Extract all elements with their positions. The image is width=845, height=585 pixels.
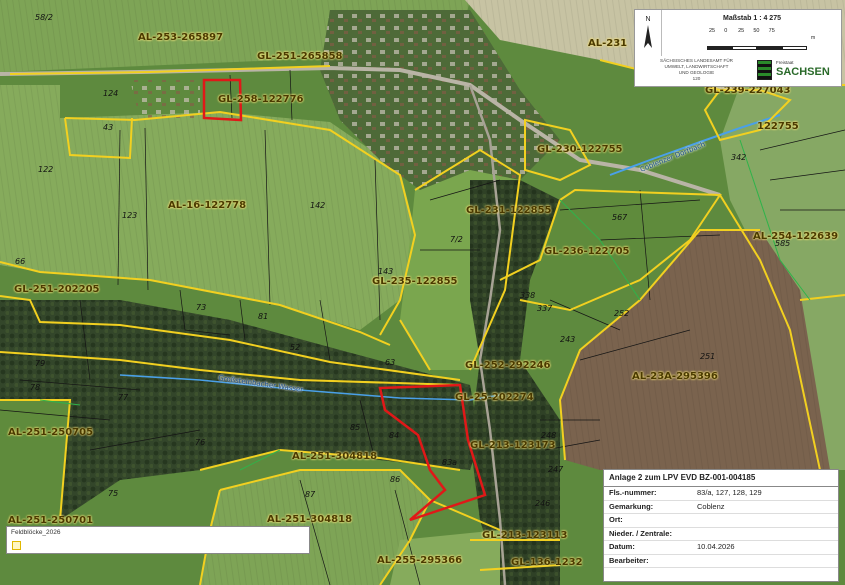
scale-tick: 50 [753, 28, 760, 34]
parcel-number: 79 [35, 359, 46, 368]
selected-parcel-south[interactable] [378, 383, 487, 522]
field-block-label: AL-16-122778 [168, 200, 247, 211]
parcel-number: 252 [614, 309, 630, 318]
infobox-title: Anlage 2 zum LPV EVD BZ-001-004185 [604, 470, 838, 487]
parcel-number: 338 [520, 291, 536, 300]
field-block-label: GL-258-122776 [218, 94, 304, 105]
parcel-number: 243 [560, 335, 576, 344]
field-block-label: GL-136-1232 [511, 557, 583, 568]
parcel-number: 337 [537, 304, 553, 313]
scale-tick: 75 [768, 28, 775, 34]
parcel-number: 84 [389, 431, 400, 440]
field-block-label: AL-251-304818 [267, 514, 353, 525]
parcel-number: 251 [700, 352, 716, 361]
parcel-number: 246 [535, 499, 551, 508]
organization-text: SÄCHSISCHES LANDESAMT FÜR UMWELT, LANDWI… [660, 58, 733, 81]
parcel-number: 7/2 [450, 235, 463, 244]
field-bottom-center [390, 530, 500, 585]
scale-tick: 25 [738, 28, 745, 34]
info-row: Nieder. / Zentrale: [604, 528, 838, 541]
stream-dorfbach [609, 114, 781, 176]
field-block-label: AL-231 [588, 38, 628, 49]
field-block-label: AL-251-250705 [8, 427, 94, 438]
field-block-label: GL-252-292246 [465, 360, 551, 371]
svg-text:N: N [645, 16, 650, 23]
field-block-label: GL-213-123173 [470, 440, 556, 451]
map-legend: Feldblöcke_2026 [6, 526, 310, 554]
parcel-number: 342 [731, 153, 747, 162]
field-block-label: GL-231-122855 [466, 205, 552, 216]
parcel-number: 58/2 [35, 13, 53, 22]
sachsen-logo: Freistaat SACHSEN [757, 59, 839, 85]
parcel-number: 43 [103, 123, 114, 132]
field-block-label: GL-239-227043 [705, 85, 791, 96]
parcel-number: 83a [442, 458, 458, 467]
parcel-number: 123 [122, 211, 138, 220]
coat-of-arms-icon [757, 60, 772, 80]
parcel-number: 248 [541, 431, 557, 440]
parcel-number: 142 [310, 201, 326, 210]
info-row: Datum:10.04.2026 [604, 541, 838, 555]
parcel-number: 81 [258, 312, 269, 321]
selected-areas[interactable] [202, 78, 487, 522]
parcel-number: 78 [30, 383, 41, 392]
field-block-label: GL-230-122755 [537, 144, 623, 155]
parcel-number: 76 [195, 438, 206, 447]
parcel-number: 143 [378, 267, 394, 276]
info-row: Bearbeiter: [604, 555, 838, 568]
field-block-label: AL-23A-295396 [632, 371, 718, 382]
field-block-label: AL-253-265897 [138, 32, 224, 43]
scale-bar [707, 37, 807, 50]
field-block-boundaries [0, 59, 845, 585]
parcel-number: 77 [118, 393, 129, 402]
parcel-number: 86 [390, 475, 401, 484]
parcel-number: 585 [775, 239, 791, 248]
north-arrow-icon: N [635, 10, 662, 56]
scale-unit: m [811, 35, 816, 41]
field-block-label: GL-25-202274 [455, 392, 534, 403]
field-block-label: 122755 [757, 121, 799, 132]
field-block-label: GL-251-265858 [257, 51, 343, 62]
legend-title: Feldblöcke_2026 [11, 529, 61, 536]
field-block-label: GL-235-122855 [372, 276, 458, 287]
cadastral-lines [0, 69, 845, 585]
field-block-label: AL-254-122639 [753, 231, 839, 242]
scale-tick: 0 [724, 28, 728, 34]
selected-parcel-north[interactable] [202, 78, 243, 122]
info-row: Gemarkung:Coblenz [604, 501, 838, 514]
stream-wasser [119, 374, 501, 401]
parcel-number: 247 [548, 465, 564, 474]
field-block-label: GL-236-122705 [544, 246, 630, 257]
scale-tick: 25 [709, 28, 716, 34]
scale-title: Maßstab 1 : 4 275 [723, 15, 781, 22]
field-block-label: AL-255-295366 [377, 555, 463, 566]
parcel-number: 85 [350, 423, 361, 432]
field-block-label: AL-251-304818 [292, 451, 378, 462]
field-block-label: GL-251-202205 [14, 284, 100, 295]
parcel-number: 124 [103, 89, 119, 98]
attachment-infobox: Anlage 2 zum LPV EVD BZ-001-004185 Fls.-… [603, 469, 839, 582]
info-row: Fls.-nummer:83/a, 127, 128, 129 [604, 487, 838, 501]
meadow-right [520, 190, 720, 310]
parcel-number: 66 [15, 257, 26, 266]
parcel-number: 63 [385, 358, 396, 367]
parcel-number: 122 [38, 165, 54, 174]
info-row: Ort: [604, 514, 838, 528]
path-valley [468, 84, 507, 585]
field-left [0, 400, 70, 520]
field-block-label: GL-213-123113 [482, 530, 568, 541]
legend-swatch [12, 541, 21, 550]
parcel-number: 567 [612, 213, 628, 222]
field-block-label: AL-251-250701 [8, 515, 94, 526]
parcel-number: 87 [305, 490, 316, 499]
scale-panel: N Maßstab 1 : 4 275 25 0 25 50 75 m SÄCH… [634, 9, 842, 87]
parcel-number: 73 [196, 303, 207, 312]
scale-ticks: 25 0 25 50 75 [709, 28, 775, 34]
parcel-number: 75 [108, 489, 119, 498]
parcel-number: 52 [290, 343, 301, 352]
